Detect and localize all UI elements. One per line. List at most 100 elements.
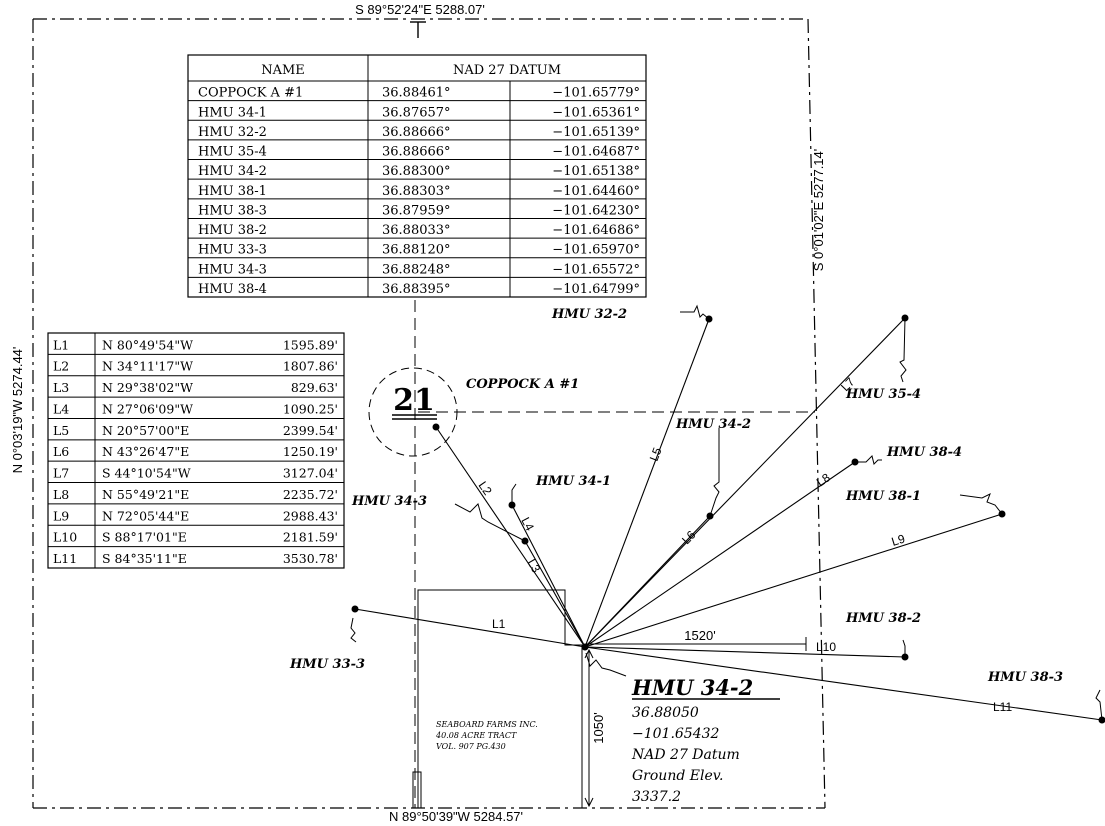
lines-table-cell: S 84°35'11"E xyxy=(102,551,187,566)
label-l2: L2 xyxy=(476,479,495,498)
label-l4: L4 xyxy=(518,515,537,534)
line-l2 xyxy=(435,426,586,648)
well-coppock-a-1 xyxy=(432,423,440,431)
label-l5: L5 xyxy=(647,445,665,463)
quarter-lines xyxy=(414,300,815,808)
lines-table-cell: L8 xyxy=(53,487,69,502)
survey-lines xyxy=(354,317,1103,721)
wells-table-cell: HMU 34-1 xyxy=(198,105,267,120)
label-l8: L8 xyxy=(814,470,833,489)
lines-table-cell: N 55°49'21"E xyxy=(102,487,189,502)
label-hmu-32-2: HMU 32-2 xyxy=(551,307,627,322)
horizontal-distance-label: 1520' xyxy=(684,628,715,643)
label-hmu-34-3: HMU 34-3 xyxy=(351,494,427,509)
wells-table-cell: HMU 33-3 xyxy=(198,243,267,258)
main-well-datum: NAD 27 Datum xyxy=(631,747,740,763)
lines-table-cell: 3530.78' xyxy=(283,551,338,566)
lines-table-cell: L9 xyxy=(53,508,69,523)
wells-table-cell: 36.88300° xyxy=(382,164,451,179)
wells-table-cell: 36.87657° xyxy=(382,105,451,120)
wells-table-cell: −101.64686° xyxy=(552,223,640,238)
wells-table-header-datum: NAD 27 DATUM xyxy=(453,63,561,78)
wells-table-cell: 36.88120° xyxy=(382,243,451,258)
label-hmu-35-4: HMU 35-4 xyxy=(845,387,921,402)
label-hmu-38-2: HMU 38-2 xyxy=(845,611,921,626)
line-l9 xyxy=(584,513,1003,648)
wells-table-cell: −101.65779° xyxy=(552,86,640,101)
wells-table-cell: −101.64460° xyxy=(552,184,640,199)
lines-table-cell: 3127.04' xyxy=(283,466,338,481)
label-hmu-38-1: HMU 38-1 xyxy=(845,489,921,504)
lines-table-cell: 1595.89' xyxy=(283,337,338,352)
leader-lines xyxy=(350,304,1103,721)
wells-table-cell: −101.65572° xyxy=(552,262,640,277)
wells-table-cell: −101.65138° xyxy=(552,164,640,179)
lines-table-cell: L2 xyxy=(53,359,69,374)
horizontal-dimension xyxy=(586,637,807,651)
wells-table-cell: −101.65970° xyxy=(552,243,640,258)
wells-table-cell: −101.64230° xyxy=(552,203,640,218)
lines-table-cell: 2235.72' xyxy=(283,487,338,502)
lines-table-cell: L10 xyxy=(53,530,77,545)
lines-table-cell: N 34°11'17"W xyxy=(102,359,193,374)
wells-table-cell: 36.88303° xyxy=(382,184,451,199)
lines-table-cell: N 27°06'09"W xyxy=(102,401,193,416)
main-well-elev-value: 3337.2 xyxy=(632,789,681,805)
lines-table-cell: N 20°57'00"E xyxy=(102,423,189,438)
lines-table-cell: N 43°26'47"E xyxy=(102,444,189,459)
west-boundary-label: N 0°03'19"W 5274.44' xyxy=(10,347,25,474)
lines-table-cell: 1250.19' xyxy=(283,444,338,459)
label-coppock-a-1: COPPOCK A #1 xyxy=(466,377,579,392)
south-boundary-label: N 89°50'39"W 5284.57' xyxy=(389,809,523,824)
wells-table-header-name: NAME xyxy=(261,63,305,78)
label-l1: L1 xyxy=(492,617,506,631)
wells-table-cell: HMU 38-3 xyxy=(198,203,267,218)
north-tick xyxy=(410,21,426,38)
wells-table-cell: HMU 38-4 xyxy=(198,282,267,297)
lines-table-cell: 2988.43' xyxy=(283,508,338,523)
lines-table-cell: L7 xyxy=(53,466,69,481)
wells-table-cell: 36.88248° xyxy=(382,262,451,277)
lines-table-cell: S 88°17'01"E xyxy=(102,530,187,545)
line-l3 xyxy=(524,540,586,648)
tract-owner: SEABOARD FARMS INC. xyxy=(436,720,538,729)
wells-table-cell: HMU 34-2 xyxy=(198,164,267,179)
tract-acreage: 40.08 ACRE TRACT xyxy=(435,731,517,740)
lines-table-cell: 829.63' xyxy=(291,380,338,395)
lines-table-cell: 2399.54' xyxy=(283,423,338,438)
label-hmu-38-4: HMU 38-4 xyxy=(886,445,962,460)
section-boundary xyxy=(32,18,826,809)
lines-table-cell: L3 xyxy=(53,380,69,395)
tract-deed: VOL. 907 PG.430 xyxy=(436,742,506,751)
vertical-distance-label: 1050' xyxy=(591,712,606,743)
wells-table-cell: −101.65361° xyxy=(552,105,640,120)
lines-table-cell: L6 xyxy=(53,444,69,459)
wells-table-cell: 36.88395° xyxy=(382,282,451,297)
section-number: 21 xyxy=(393,383,435,418)
section-circle xyxy=(368,367,458,457)
label-l3: L3 xyxy=(524,557,543,576)
lines-table-cell: N 72°05'44"E xyxy=(102,508,189,523)
line-l4 xyxy=(511,504,586,648)
lines-table-cell: N 29°38'02"W xyxy=(102,380,193,395)
label-l10: L10 xyxy=(816,640,836,654)
label-hmu-33-3: HMU 33-3 xyxy=(289,657,365,672)
lines-table-cell: L5 xyxy=(53,423,69,438)
lines-table-cell: N 80°49'54"W xyxy=(102,337,193,352)
wells-table-cell: HMU 34-3 xyxy=(198,262,267,277)
wells-table-cell: 36.87959° xyxy=(382,203,451,218)
label-hmu-34-1: HMU 34-1 xyxy=(535,474,611,489)
lines-table-cell: S 44°10'54"W xyxy=(102,466,191,481)
lines-table-cell: L1 xyxy=(53,337,69,352)
wells-table-cell: COPPOCK A #1 xyxy=(198,86,303,101)
wells-table-cell: 36.88033° xyxy=(382,223,451,238)
line-l1 xyxy=(354,608,586,648)
wells-table-cell: HMU 38-2 xyxy=(198,223,267,238)
label-hmu-38-3: HMU 38-3 xyxy=(987,670,1063,685)
wells-table-cell: −101.65139° xyxy=(552,125,640,140)
line-l8 xyxy=(584,461,856,648)
label-l9: L9 xyxy=(890,531,907,548)
